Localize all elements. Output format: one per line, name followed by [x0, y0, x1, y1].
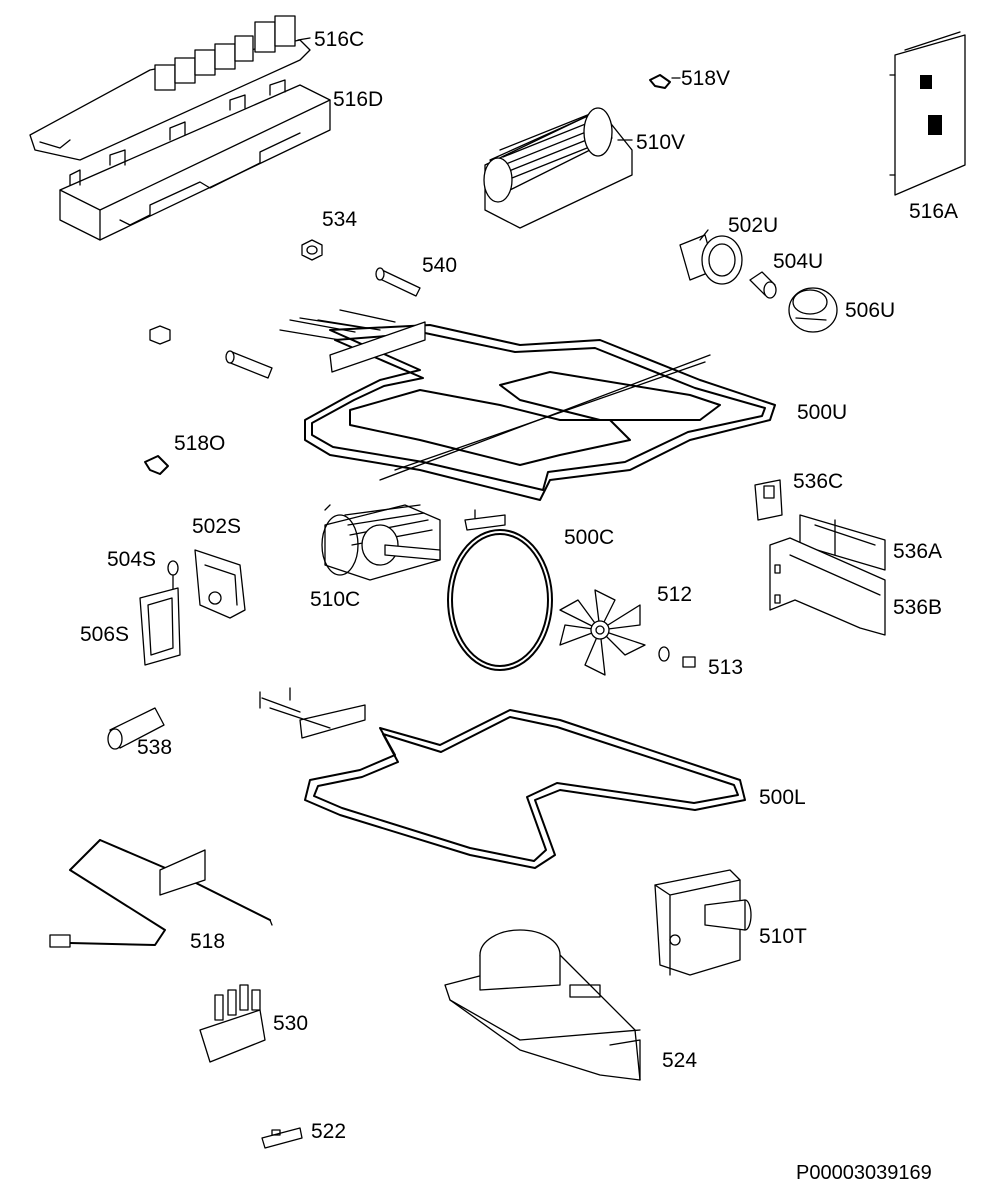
part-label-538: 538 — [137, 736, 173, 759]
part-label-500u: 500U — [797, 401, 848, 424]
connector-522 — [261, 1127, 303, 1149]
sleeve-left — [225, 350, 273, 379]
part-label-500l: 500L — [759, 786, 806, 809]
nut-534 — [301, 239, 323, 261]
sleeve-538 — [107, 707, 165, 750]
relay-board — [29, 15, 311, 161]
part-label-513: 513 — [708, 656, 744, 679]
bracket-536b — [769, 537, 886, 636]
part-label-536a: 536A — [893, 540, 943, 563]
document-id: P00003039169 — [796, 1162, 932, 1184]
bracket-536c — [754, 479, 783, 521]
control-panel-housing — [59, 79, 331, 241]
washer-nut-513 — [658, 646, 696, 668]
tangential-fan — [483, 107, 633, 229]
convection-motor — [321, 504, 441, 581]
part-label-518v: 518V — [681, 67, 731, 90]
part-label-522: 522 — [311, 1120, 347, 1143]
part-label-510c: 510C — [310, 588, 361, 611]
sleeve-540 — [375, 267, 421, 297]
terminal-block-530 — [199, 984, 266, 1063]
part-label-518o: 518O — [174, 432, 226, 455]
side-lamp-holder-502s — [194, 549, 246, 619]
part-label-534: 534 — [322, 208, 358, 231]
strip-536a — [799, 514, 886, 571]
part-label-500c: 500C — [564, 526, 615, 549]
clip-518o — [144, 455, 169, 475]
circular-heating-element — [447, 509, 553, 671]
part-label-516c: 516C — [314, 28, 365, 51]
part-label-512: 512 — [657, 583, 693, 606]
part-label-536c: 536C — [793, 470, 844, 493]
bulb-504u — [749, 271, 777, 299]
side-bulb-504s — [167, 560, 179, 591]
part-label-502u: 502U — [728, 214, 779, 237]
part-label-518: 518 — [190, 930, 226, 953]
part-label-510v: 510V — [636, 131, 686, 154]
part-label-506s: 506S — [80, 623, 130, 646]
part-label-502s: 502S — [192, 515, 242, 538]
part-label-536b: 536B — [893, 596, 943, 619]
part-label-524: 524 — [662, 1049, 698, 1072]
part-label-530: 530 — [273, 1012, 309, 1035]
lamp-holder-502u — [679, 229, 743, 285]
timer-motor-510t — [654, 869, 752, 976]
part-label-506u: 506U — [845, 299, 896, 322]
part-label-516d: 516D — [333, 88, 384, 111]
clip-518v — [649, 74, 681, 89]
part-label-510t: 510T — [759, 925, 807, 948]
part-label-504s: 504S — [107, 548, 157, 571]
temperature-probe-518 — [49, 839, 273, 948]
part-label-540: 540 — [422, 254, 458, 277]
part-label-504u: 504U — [773, 250, 824, 273]
control-module-524 — [444, 929, 641, 1081]
nut-left — [149, 325, 171, 345]
bottom-heating-element — [259, 687, 746, 869]
top-heating-element — [279, 309, 776, 501]
lamp-glass-506s — [139, 587, 181, 666]
circuit-board-516a — [889, 31, 966, 196]
part-label-516a: 516A — [909, 200, 959, 223]
lamp-cover-506u — [788, 287, 838, 333]
fan-blade-512 — [559, 589, 646, 676]
